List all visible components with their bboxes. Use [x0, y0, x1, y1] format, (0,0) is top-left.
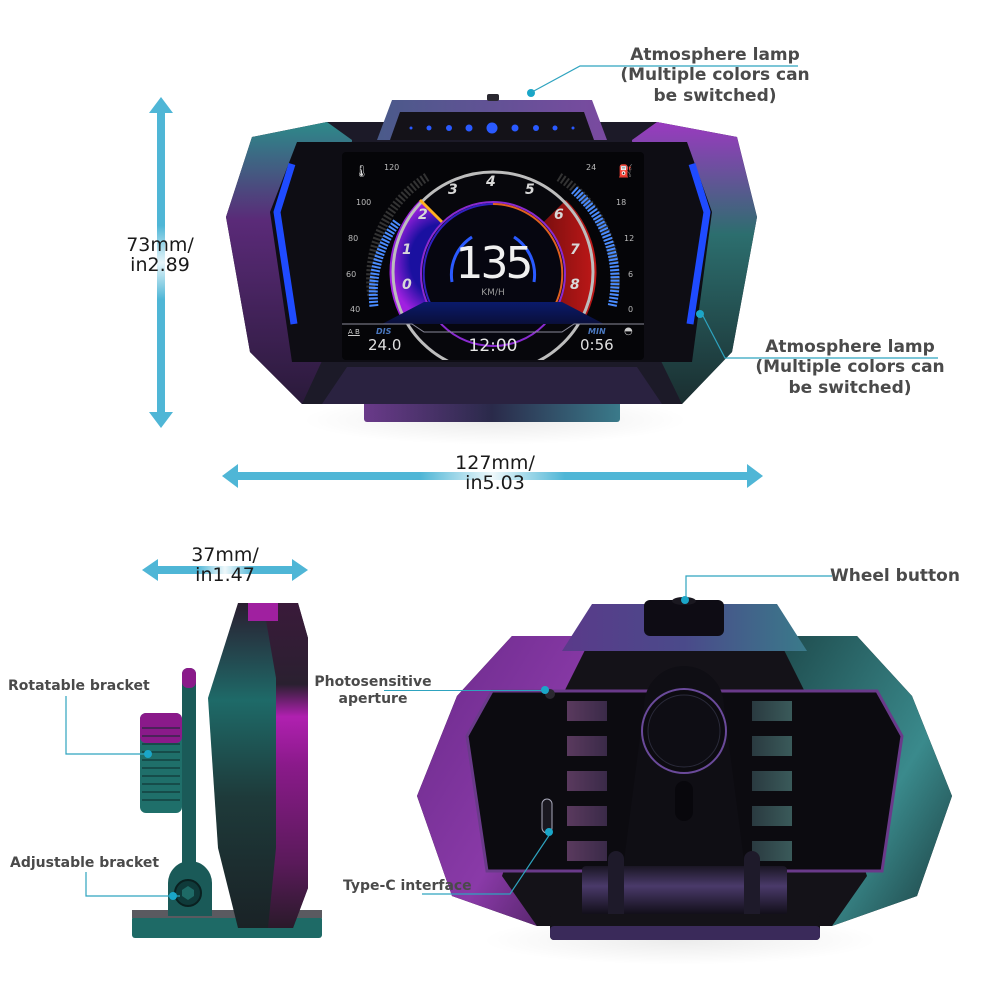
- fuel-scale-24: 24: [586, 163, 597, 172]
- photosensitive-aperture-label: Photosensitive aperture: [312, 674, 434, 708]
- fuel-scale-0: 0: [628, 305, 634, 314]
- rotatable-bracket-leader: [65, 696, 150, 755]
- width-dimension-arrow: [222, 464, 763, 488]
- type-c-dot: [545, 828, 553, 836]
- trip-ab-icon: A B: [348, 328, 360, 336]
- type-c-interface-label: Type-C interface: [343, 878, 472, 894]
- top-lamp-leader-line: [531, 65, 798, 93]
- temp-scale-80: 80: [348, 234, 359, 243]
- height-dimension-arrow: [149, 97, 173, 428]
- hud-display-screen: 0 1 2 3 4 5 6 7 8 120 100 80 60 40 24 18…: [342, 152, 644, 360]
- depth-mm: 37mm/: [191, 544, 259, 566]
- side-lamp-title: Atmosphere lamp: [765, 337, 935, 357]
- left-bar-gauge: [366, 173, 430, 308]
- top-atmosphere-led-strip: [405, 120, 585, 134]
- top-atmosphere-lamp-label: Atmosphere lamp (Multiple colors can be …: [600, 45, 830, 106]
- right-bar-gauge: [556, 173, 620, 308]
- temp-scale-60: 60: [346, 270, 357, 279]
- rpm-tick-3: 3: [448, 182, 458, 198]
- photosensitive-leader: [384, 690, 544, 692]
- side-lamp-desc-1: (Multiple colors can: [755, 357, 945, 378]
- height-mm: 73mm/: [126, 234, 194, 256]
- wheel-button-dot: [681, 596, 689, 604]
- height-dimension-label: 73mm/ in2.89: [110, 234, 210, 276]
- rpm-tick-6: 6: [554, 207, 564, 223]
- photosensitive-line1: Photosensitive: [314, 674, 432, 690]
- side-lamp-desc-2: be switched): [788, 377, 912, 398]
- rpm-tick-7: 7: [570, 242, 580, 258]
- top-lamp-title: Atmosphere lamp: [630, 45, 800, 65]
- temp-scale-120: 120: [384, 163, 400, 172]
- depth-dimension-arrow: [142, 559, 308, 581]
- type-c-leader: [422, 833, 551, 895]
- clock-time: 12:00: [468, 336, 518, 356]
- temp-scale-100: 100: [356, 198, 372, 207]
- rpm-tick-1: 1: [402, 242, 412, 258]
- rpm-tick-5: 5: [525, 182, 535, 198]
- hud-device-side: [132, 603, 322, 938]
- top-lamp-callout-dot: [527, 89, 535, 97]
- speed-value: 135: [455, 238, 534, 289]
- minutes-value: 0:56: [580, 336, 614, 354]
- side-lamp-leader-line: [701, 313, 938, 359]
- adjustable-bracket-dot: [169, 892, 177, 900]
- fuel-scale-18: 18: [616, 198, 627, 207]
- fuel-scale-6: 6: [628, 270, 634, 279]
- rpm-tick-8: 8: [570, 277, 580, 293]
- rotatable-bracket-label: Rotatable bracket: [8, 678, 150, 694]
- temp-scale-40: 40: [350, 305, 361, 314]
- depth-dimension-label: 37mm/ in1.47: [175, 544, 275, 586]
- fuel-scale-12: 12: [624, 234, 635, 243]
- speedometer-icon: ◓: [624, 326, 633, 337]
- adjustable-bracket-leader: [85, 872, 180, 897]
- side-atmosphere-lamp-label: Atmosphere lamp (Multiple colors can be …: [735, 337, 965, 398]
- fuel-pump-icon: ⛽: [618, 164, 633, 178]
- width-mm: 127mm/: [455, 452, 535, 474]
- top-lamp-desc-1: (Multiple colors can: [620, 65, 810, 86]
- photosensitive-line2: aperture: [338, 690, 408, 707]
- wheel-button-leader: [685, 575, 832, 598]
- rpm-tick-4: 4: [486, 174, 496, 190]
- rotatable-bracket-dot: [144, 750, 152, 758]
- rpm-tick-2: 2: [418, 207, 428, 223]
- width-in: in5.03: [465, 471, 525, 494]
- hud-device-back: [417, 597, 952, 940]
- speed-unit: KM/H: [481, 288, 505, 298]
- coolant-temp-icon: 🌡: [354, 164, 370, 178]
- adjustable-bracket-label: Adjustable bracket: [10, 855, 160, 871]
- side-lamp-callout-dot: [696, 310, 704, 318]
- distance-label: DIS: [376, 327, 392, 336]
- distance-value: 24.0: [368, 336, 402, 354]
- minutes-label: MIN: [588, 327, 606, 336]
- width-dimension-label: 127mm/ in5.03: [440, 452, 550, 494]
- wheel-button-label: Wheel button: [830, 566, 960, 586]
- rpm-tick-0: 0: [402, 277, 412, 293]
- height-in: in2.89: [130, 253, 190, 276]
- top-lamp-desc-2: be switched): [653, 85, 777, 106]
- photosensitive-dot: [541, 686, 549, 694]
- depth-in: in1.47: [195, 563, 255, 586]
